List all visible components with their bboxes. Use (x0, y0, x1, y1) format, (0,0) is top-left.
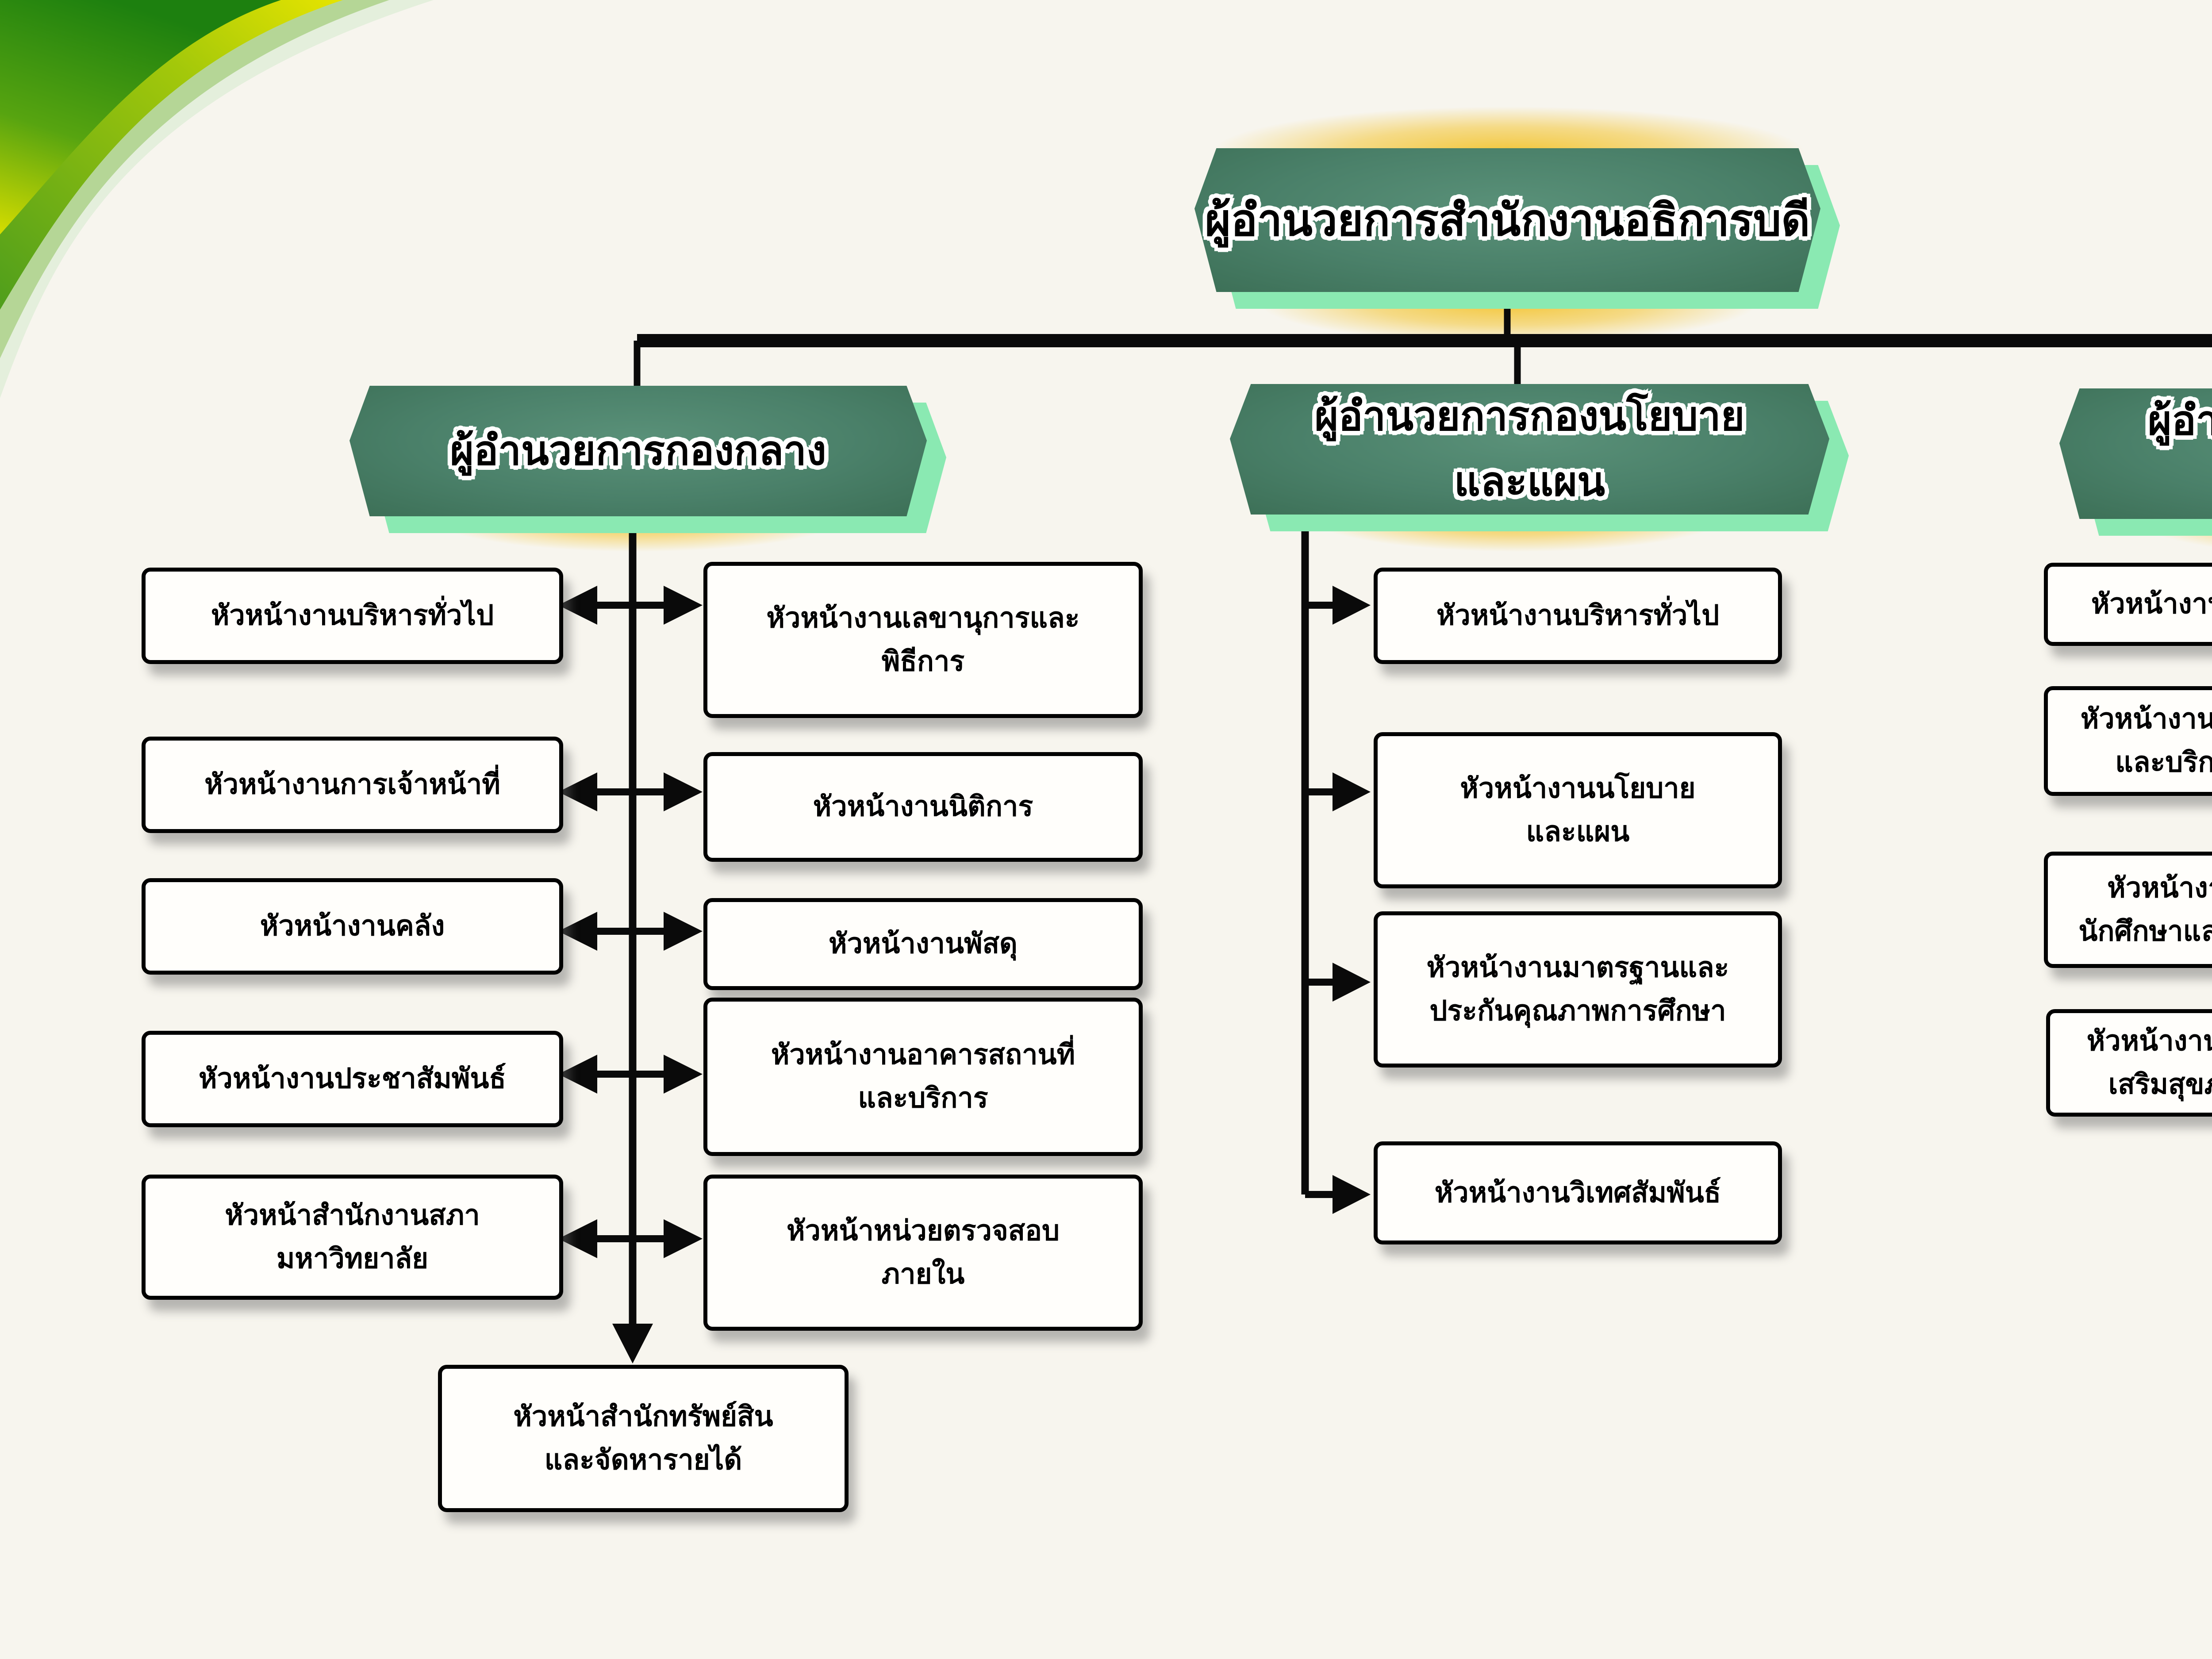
unit-box: หัวหน้างานประชาสัมพันธ์ (142, 1031, 563, 1127)
unit-box: หัวหน้างานส่งเสริมพัฒนา และบริการนักศึกษ… (2044, 686, 2212, 796)
division-label-central: ผู้อำนวยการกองกลาง (450, 428, 826, 473)
division-box-student-dev: ผู้อำนวยการกองพัฒนา นักศึกษา (2059, 388, 2212, 536)
division-box-policy-plan: ผู้อำนวยการกองนโยบาย และแผน (1230, 384, 1849, 531)
unit-box: หัวหน้าสำนักงานสภา มหาวิทยาลัย (142, 1175, 563, 1300)
unit-box: หัวหน้างานเลขานุการและ พิธีการ (703, 562, 1143, 718)
unit-box: หัวหน้างานบริหารทั่วไป (1374, 568, 1782, 664)
unit-box: หัวหน้างานคลัง (142, 878, 563, 975)
unit-box: หัวหน้างานบริหารทั่วไป (142, 568, 563, 664)
division-box-central: ผู้อำนวยการกองกลาง (349, 386, 946, 533)
unit-box: หัวหน้าหน่วยตรวจสอบ ภายใน (703, 1175, 1143, 1331)
unit-box: หัวหน้างานการเจ้าหน้าที่ (142, 737, 563, 833)
unit-box: หัวหน้างานนโยบาย และแผน (1374, 732, 1782, 888)
unit-box: หัวหน้างานมาตรฐานและ ประกันคุณภาพการศึกษ… (1374, 911, 1782, 1068)
root-label: ผู้อำนวยการสำนักงานอธิการบดี (1205, 195, 1810, 245)
unit-box-bottom: หัวหน้าสำนักทรัพย์สิน และจัดหารายได้ (438, 1365, 849, 1512)
unit-box: หัวหน้างานพัสดุ (703, 898, 1143, 990)
arrowheads (558, 586, 1371, 1363)
unit-box: หัวหน้างานสวัสดิการ นักศึกษาและทุนการศึก… (2044, 852, 2212, 968)
division-label-policy-plan: ผู้อำนวยการกองนโยบาย และแผน (1314, 394, 1745, 504)
division-label-student-dev: ผู้อำนวยการกองพัฒนา นักศึกษา (2147, 398, 2212, 444)
unit-box: หัวหน้างานอาคารสถานที่ และบริการ (703, 998, 1143, 1156)
unit-box: หัวหน้างานบริการและส่ง เสริมสุขภาพนักศึก… (2046, 1009, 2212, 1117)
unit-box: หัวหน้างานวิเทศสัมพันธ์ (1374, 1141, 1782, 1244)
unit-box: หัวหน้างานบริหารทั่วไป (2044, 563, 2212, 646)
root-box: ผู้อำนวยการสำนักงานอธิการบดี (1194, 148, 1840, 309)
unit-box: หัวหน้างานนิติการ (703, 752, 1143, 862)
